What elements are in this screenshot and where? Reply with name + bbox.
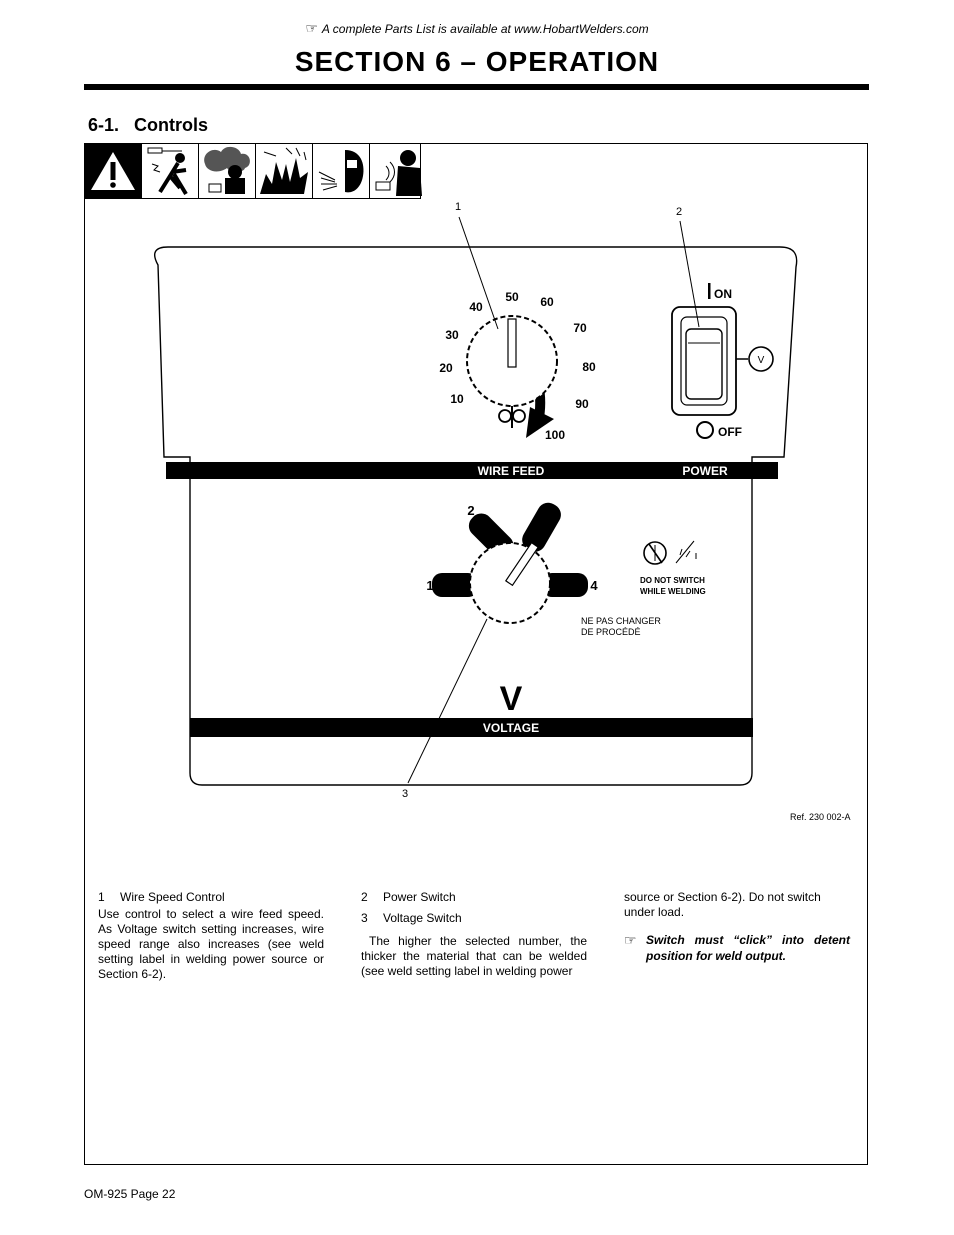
detent-note: ☞ Switch must “click” into detent positi… (624, 932, 850, 964)
dial-tick: 40 (469, 300, 483, 314)
voltage-position: 4 (590, 578, 598, 593)
subsection-title: 6-1. Controls (88, 115, 209, 135)
item-number: 2 (361, 890, 368, 904)
voltage-symbol: V (500, 680, 523, 718)
description-column-1: 1 Wire Speed Control Use control to selec… (98, 890, 324, 982)
callout-1: 1 (455, 201, 461, 213)
dial-tick: 100 (545, 428, 565, 442)
callout-1-leader (458, 216, 499, 330)
wire-feed-arrowhead (526, 407, 554, 438)
item-number: 3 (361, 911, 368, 925)
wire-spool-icon (498, 406, 526, 428)
dial-tick: 80 (582, 360, 596, 374)
parts-list-note: ☞A complete Parts List is available at w… (0, 20, 954, 37)
item-description: The higher the selected number, the thic… (361, 934, 587, 978)
voltage-band (190, 718, 753, 737)
power-label: POWER (682, 464, 728, 478)
wire-speed-knob-pointer (507, 318, 517, 368)
panel-outline (154, 246, 798, 786)
section-title: SECTION 6 – OPERATION (294, 46, 660, 77)
voltage-position: 2 (467, 503, 474, 518)
dial-tick: 60 (540, 295, 554, 309)
wire-feed-power-band (166, 462, 778, 479)
power-on-label: ON (714, 287, 732, 301)
safety-icon-strip (84, 143, 422, 199)
page-footer: OM-925 Page 22 (84, 1187, 176, 1201)
item-description: Use control to select a wire feed speed.… (98, 907, 324, 981)
wire-feed-label: WIRE FEED (478, 464, 545, 478)
voltmeter-icon: V (736, 346, 774, 372)
description-column-3: source or Section 6-2). Do not switch un… (624, 890, 850, 964)
dial-tick: 90 (575, 397, 589, 411)
caution-fr-line-1: NE PAS CHANGER (581, 616, 661, 626)
dial-tick: 50 (505, 290, 519, 304)
electric-shock-icon (142, 144, 199, 198)
item-title: Power Switch (383, 890, 456, 904)
voltage-position: 1 (426, 578, 433, 593)
callout-3: 3 (402, 788, 408, 800)
voltage-switch-pointer (504, 541, 540, 587)
item-title: Wire Speed Control (120, 890, 225, 904)
dial-tick: 20 (439, 361, 453, 375)
description-column-2: 2 Power Switch 3 Voltage Switch The higher… (361, 890, 587, 979)
fire-explosion-icon (256, 144, 313, 198)
power-off-label: OFF (718, 425, 742, 439)
dial-tick: 30 (445, 328, 459, 342)
parts-list-note-text: A complete Parts List is available at ww… (321, 22, 649, 36)
power-switch[interactable] (685, 328, 723, 400)
dial-tick: 10 (450, 392, 464, 406)
fumes-icon (199, 144, 256, 198)
caution-fr-line-2: DE PROCÉDÉ (581, 627, 641, 637)
pointing-hand-icon: ☞ (305, 20, 318, 36)
voltage-positions: 1 2 3 4 (426, 503, 598, 593)
voltage-position: 3 (551, 505, 558, 520)
voltage-label: VOLTAGE (483, 721, 539, 735)
callouts: 1 2 3 (402, 201, 682, 800)
do-not-switch-icon (643, 540, 697, 565)
caution-line-2: WHILE WELDING (640, 587, 706, 596)
reference-number: Ref. 230 002-A (790, 812, 851, 822)
item-description-continued: source or Section 6-2). Do not switch un… (624, 890, 821, 919)
detent-note-text: Switch must “click” into detent position… (646, 933, 850, 963)
callout-3-leader (407, 618, 488, 784)
control-panel-diagram: 10 20 30 40 50 60 70 80 90 100 ON OFF V … (154, 201, 851, 822)
item-number: 1 (98, 890, 105, 904)
callout-2: 2 (676, 206, 682, 218)
content-frame (84, 143, 868, 1165)
callout-2-leader (679, 220, 700, 328)
svg-text:V: V (758, 355, 765, 366)
caution-line-1: DO NOT SWITCH (640, 576, 705, 585)
item-title: Voltage Switch (383, 911, 462, 925)
title-rule (84, 84, 869, 90)
noise-icon (370, 144, 426, 198)
pointing-hand-icon: ☞ (624, 932, 637, 948)
arc-rays-icon (313, 144, 370, 198)
warning-triangle-icon (85, 144, 142, 198)
wire-feed-dial-ticks: 10 20 30 40 50 60 70 80 90 100 (439, 290, 596, 442)
on-symbol (708, 283, 711, 299)
dial-tick: 70 (573, 321, 587, 335)
off-symbol (696, 421, 714, 439)
